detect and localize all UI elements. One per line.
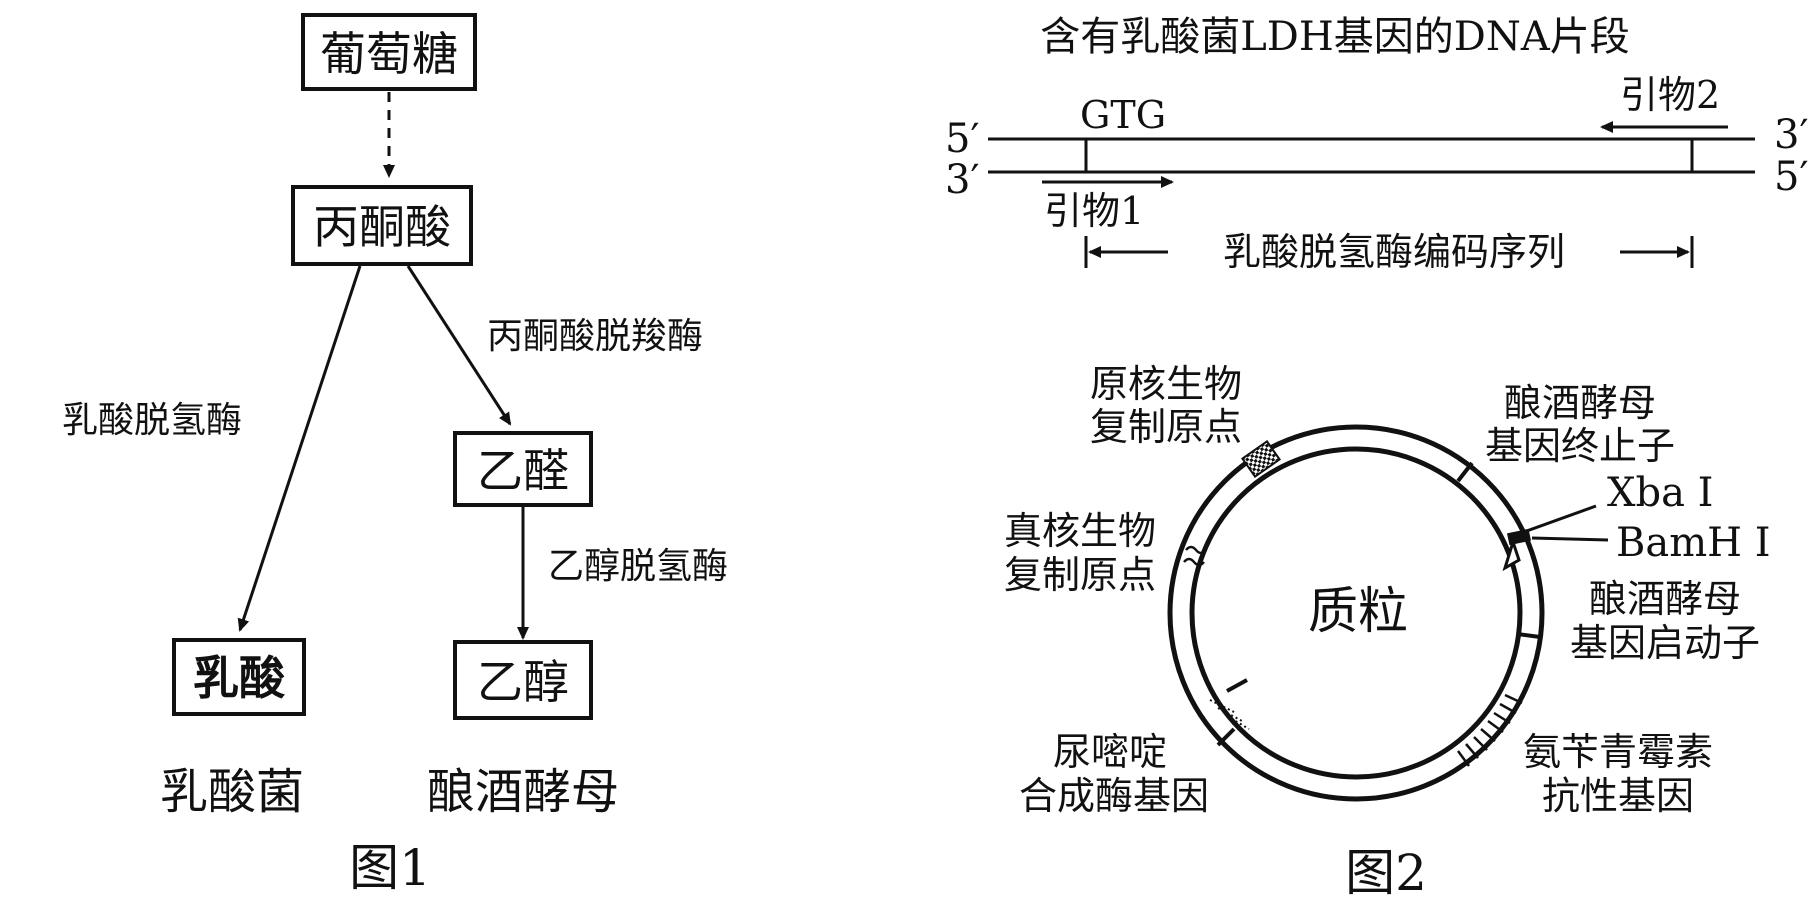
- figure-2: 含有乳酸菌LDH基因的DNA片段 5′ 3′ 3′ 5′ GTG 引物2 引物1…: [945, 14, 1809, 902]
- acetaldehyde-box: [453, 431, 593, 507]
- primer-1-label: 引物1: [1044, 189, 1144, 233]
- promoter-line2: 基因启动子: [1570, 621, 1760, 665]
- promoter-direction-arrow: [1502, 537, 1521, 572]
- enzyme-ldh-label: 乳酸脱氢酶: [62, 400, 242, 441]
- figure-1-caption: 图1: [349, 839, 431, 897]
- organism-right-label: 酿酒酵母: [427, 764, 619, 820]
- plasmid-segment-dividers: [1216, 461, 1541, 747]
- uracil-gene-pattern: [1209, 699, 1250, 730]
- bottom-left-3prime: 3′: [945, 157, 980, 203]
- pyruvate-label: 丙酮酸: [313, 200, 451, 254]
- promoter-line1: 酿酒酵母: [1589, 577, 1741, 621]
- ori-prokaryotic-line2: 复制原点: [1090, 405, 1242, 449]
- xbai-label: Xba I: [1607, 470, 1713, 516]
- terminator-line2: 基因终止子: [1485, 424, 1675, 468]
- uracil-gene-line2: 合成酶基因: [1019, 774, 1209, 818]
- bamhi-label: BamH I: [1616, 520, 1771, 566]
- pyruvate-to-lactic-arrow: [237, 265, 362, 632]
- ethanol-box: [453, 640, 593, 720]
- coding-sequence-label: 乳酸脱氢酶编码序列: [1223, 230, 1565, 274]
- ethanol-label: 乙醇: [477, 655, 569, 709]
- eukaryotic-origin-marker: [1183, 545, 1207, 567]
- organism-left-label: 乳酸菌: [160, 764, 304, 820]
- plasmid-outer-ring: [1167, 424, 1545, 802]
- ampicillin-gene-hatching: [1456, 693, 1523, 767]
- bamhi-leader: [1531, 536, 1609, 542]
- terminator-line1: 酿酒酵母: [1504, 381, 1656, 425]
- plasmid-label: 质粒: [1308, 582, 1408, 640]
- acetaldehyde-label: 乙醛: [477, 444, 569, 498]
- start-codon-label: GTG: [1080, 93, 1166, 137]
- enzyme-pdc-label: 丙酮酸脱羧酶: [487, 316, 703, 357]
- lactic-acid-box: [172, 638, 306, 716]
- prokaryotic-origin-marker: [1241, 439, 1281, 479]
- top-right-3prime: 3′: [1774, 112, 1809, 158]
- xbai-leader: [1523, 504, 1597, 534]
- ori-eukaryotic-line1: 真核生物: [1004, 509, 1156, 553]
- enzyme-adh-label: 乙醇脱氢酶: [548, 546, 728, 587]
- primer-2-label: 引物2: [1620, 73, 1720, 117]
- lactic-acid-label: 乳酸: [193, 651, 286, 705]
- plasmid-inner-ring: [1189, 446, 1523, 780]
- ori-prokaryotic-line1: 原核生物: [1090, 362, 1242, 406]
- ori-eukaryotic-line2: 复制原点: [1004, 553, 1156, 597]
- glucose-label: 葡萄糖: [320, 27, 458, 81]
- ampicillin-gene-line2: 抗性基因: [1542, 774, 1694, 818]
- pyruvate-to-acetaldehyde-arrow: [406, 265, 512, 426]
- bottom-right-5prime: 5′: [1774, 154, 1809, 200]
- dna-fragment-title: 含有乳酸菌LDH基因的DNA片段: [1040, 14, 1629, 60]
- figure-2-caption: 图2: [1345, 844, 1427, 902]
- glucose-box: [301, 13, 477, 91]
- figure-1: 葡萄糖 丙酮酸 乳酸脱氢酶 丙酮酸脱羧酶 乙醛 乙醇脱氢酶 乳酸 乙醇 乳酸菌 …: [62, 13, 728, 897]
- ampicillin-gene-line1: 氨苄青霉素: [1523, 730, 1713, 774]
- uracil-gene-line1: 尿嘧啶: [1053, 730, 1167, 774]
- top-left-5prime: 5′: [945, 116, 980, 162]
- pyruvate-box: [291, 185, 473, 266]
